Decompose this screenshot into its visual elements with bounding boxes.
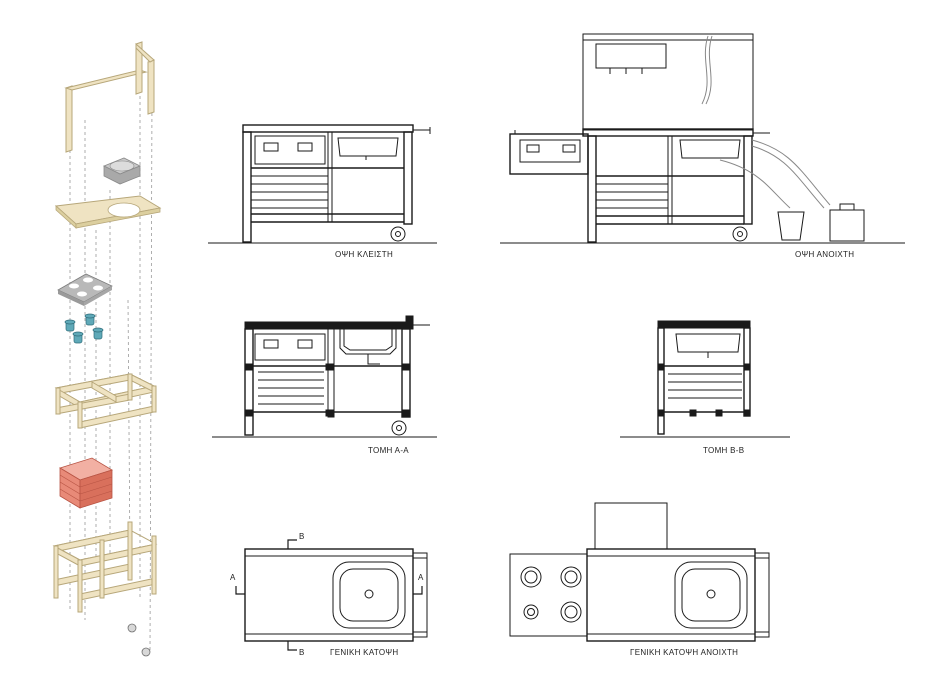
section-bb-drawing <box>620 320 790 438</box>
cooktop-part <box>57 273 113 306</box>
elevation-closed-drawing <box>208 124 437 244</box>
shelf-frame-part <box>54 373 157 429</box>
plan-open-drawing <box>509 502 770 642</box>
section-aa-drawing <box>212 315 437 438</box>
sink-basin-part <box>103 157 141 185</box>
caption-plan-open: ΓΕΝΙΚΗ ΚΑΤΟΨΗ ΑΝΟΙΧΤΗ <box>630 648 739 657</box>
caption-elevation-closed: ΟΨΗ ΚΛΕΙΣΤΗ <box>335 250 394 259</box>
crate-part <box>59 457 113 509</box>
section-mark-a-left: A <box>230 573 236 582</box>
casters-part <box>127 623 151 657</box>
caption-section-aa: ΤΟΜΗ Α-Α <box>368 446 409 455</box>
plan-drawing <box>235 539 428 651</box>
caption-elevation-open: ΟΨΗ ΑΝΟΙΧΤΗ <box>795 250 855 259</box>
top-frame-part <box>64 41 155 153</box>
section-mark-b-bottom: B <box>299 648 305 657</box>
section-mark-a-right: A <box>418 573 424 582</box>
elevation-open-drawing <box>500 33 905 244</box>
base-frame-part <box>52 521 158 613</box>
caption-section-bb: ΤΟΜΗ Β-Β <box>703 446 745 455</box>
worktop-part <box>54 195 162 229</box>
section-mark-b-top: B <box>299 532 305 541</box>
burners-part <box>64 313 104 344</box>
caption-plan: ΓΕΝΙΚΗ ΚΑΤΟΨΗ <box>330 648 399 657</box>
